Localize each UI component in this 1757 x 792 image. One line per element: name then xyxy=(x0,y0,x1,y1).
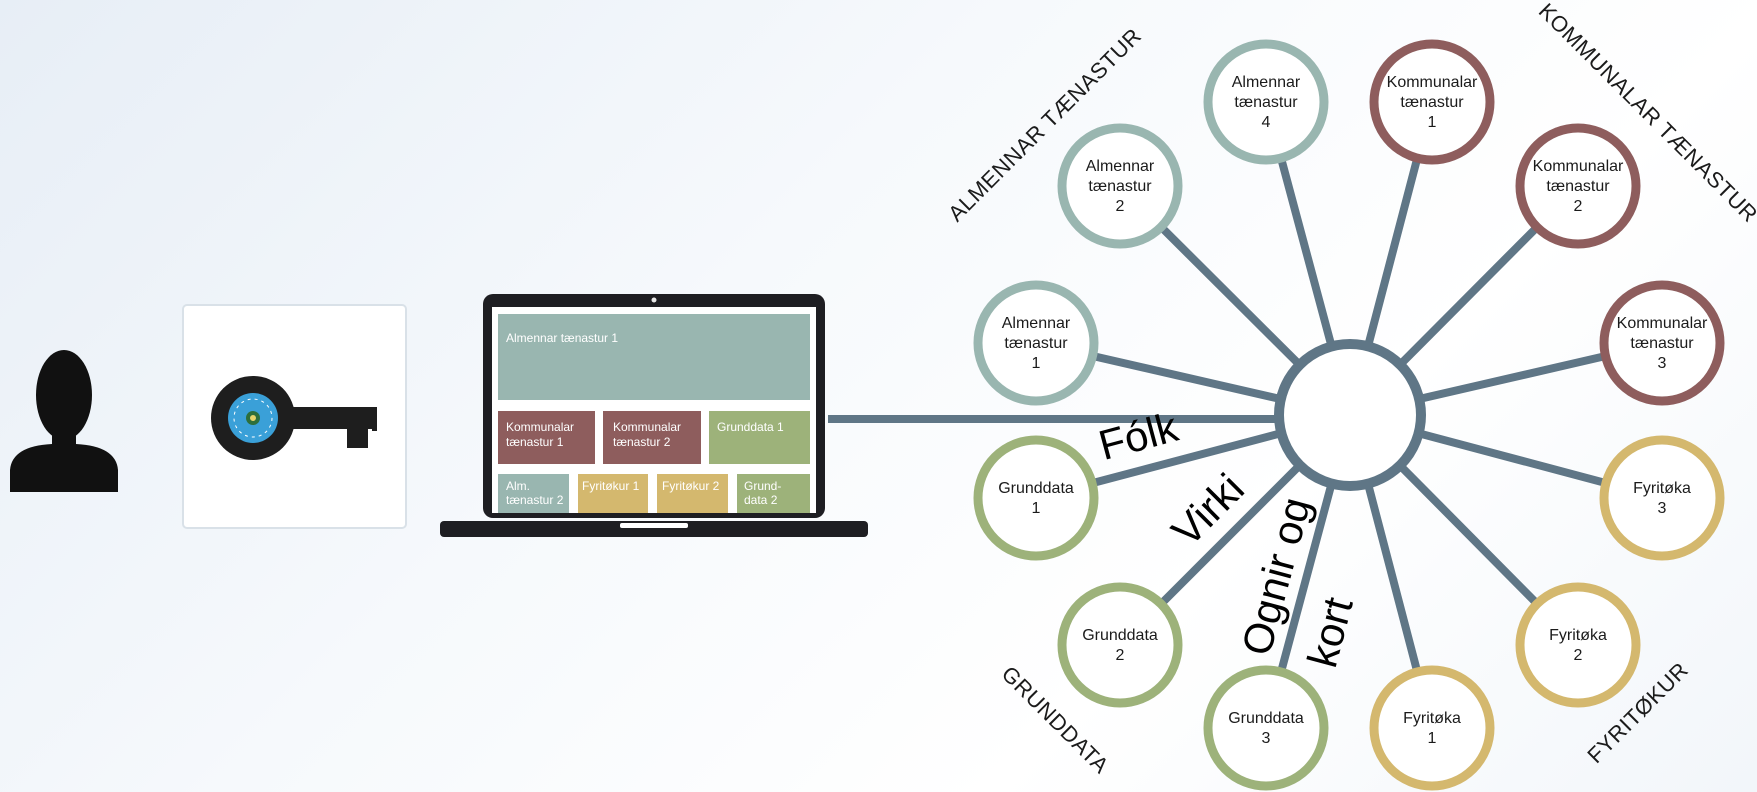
hub-node-label: 2 xyxy=(1574,647,1583,664)
hub-node-circle xyxy=(973,280,1099,406)
spoke-label-kort: kort xyxy=(1298,592,1362,672)
hub-node-almennar-3: Almennar tænastur 4 xyxy=(1203,39,1329,165)
tile-fyritokur-1 xyxy=(578,474,648,513)
hub-node-label: 4 xyxy=(1262,114,1271,131)
hub-node-kommunalar-6: Kommunalar tænastur 3 xyxy=(1599,280,1725,406)
hub-nodes: Almennartænastur1Almennartænastur2Almenn… xyxy=(973,39,1725,791)
hub-circle xyxy=(1274,339,1426,491)
tile-fyritokur-2-label: Fyritøkur 2 xyxy=(662,479,720,493)
hub-node-fyritoka-8: Fyritøka 2 xyxy=(1515,582,1641,708)
hub-node-circle xyxy=(1369,665,1495,791)
hub-node-label: 1 xyxy=(1032,355,1041,372)
hub-node-label: Almennar xyxy=(1086,158,1155,175)
tile-kommunalar-2 xyxy=(603,411,701,464)
hub-node-label: 2 xyxy=(1574,198,1583,215)
tile-kommunalar-1-label-b: tænastur 1 xyxy=(506,435,564,449)
tile-alm-2-label-b: tænastur 2 xyxy=(506,493,564,507)
hub-node-label: Fyritøka xyxy=(1549,627,1607,644)
hub-node-label: Grunddata xyxy=(1082,627,1158,644)
hub-node-grunddata-11: Grunddata 2 xyxy=(1057,582,1183,708)
hub-node-label: 1 xyxy=(1032,500,1041,517)
tile-almennar-hero xyxy=(498,314,810,400)
tile-fyritokur-1-label: Fyritøkur 1 xyxy=(582,479,640,493)
hub-node-label: 1 xyxy=(1428,114,1437,131)
hub-node-circle xyxy=(1057,123,1183,249)
hub-node-label: tænastur xyxy=(1234,94,1298,111)
tile-grunddata-1 xyxy=(709,411,810,464)
key-panel xyxy=(182,304,407,529)
hub-node-circle xyxy=(1203,665,1329,791)
hub-node-label: Grunddata xyxy=(1228,710,1304,727)
key-icon xyxy=(211,376,377,460)
hub-node-circle xyxy=(1369,39,1495,165)
hub-node-label: 3 xyxy=(1658,355,1667,372)
hub-node-fyritoka-9: Fyritøka 1 xyxy=(1369,665,1495,791)
tile-kommunalar-1 xyxy=(498,411,595,464)
hub-node-circle xyxy=(1057,582,1183,708)
hub-node-circle xyxy=(1203,39,1329,165)
tile-alm-2 xyxy=(498,474,569,513)
tile-grunddata-2-label-a: Grund- xyxy=(744,479,781,493)
hub-node-circle xyxy=(1599,435,1725,561)
hub-node-label: Kommunalar xyxy=(1387,74,1478,91)
tile-kommunalar-2-label-a: Kommunalar xyxy=(613,420,681,434)
hub-node-label: Almennar xyxy=(1002,315,1071,332)
hub-node-label: Kommunalar xyxy=(1617,315,1708,332)
hub-node-circle xyxy=(1515,582,1641,708)
hub-node-label: 3 xyxy=(1262,730,1271,747)
hub-node-circle xyxy=(1599,280,1725,406)
hub-node-kommunalar-4: Kommunalar tænastur 1 xyxy=(1369,39,1495,165)
hub-node-label: Almennar xyxy=(1232,74,1301,91)
hub-node-label: Fyritøka xyxy=(1633,480,1691,497)
tile-alm-2-label-a: Alm. xyxy=(506,479,530,493)
spoke-label-virki: Virki xyxy=(1163,465,1253,555)
hub-node-almennar-2: Almennar tænastur 2 xyxy=(1057,123,1183,249)
hub-node-label: Fyritøka xyxy=(1403,710,1461,727)
hub-node-kommunalar-5: Kommunalar tænastur 2 xyxy=(1515,123,1641,249)
hub-node-label: tænastur xyxy=(1400,94,1464,111)
tile-grunddata-2 xyxy=(737,474,810,513)
hub-node-grunddata-12: Grunddata 1 xyxy=(973,435,1099,561)
hub-node-circle xyxy=(973,435,1099,561)
tile-grunddata-2-label-b: data 2 xyxy=(744,493,778,507)
tile-grunddata-1-label: Grunddata 1 xyxy=(717,420,784,434)
hub-node-label: 2 xyxy=(1116,647,1125,664)
hub-node-label: Kommunalar xyxy=(1533,158,1624,175)
tile-kommunalar-2-label-b: tænastur 2 xyxy=(613,435,671,449)
hub-node-label: tænastur xyxy=(1088,178,1152,195)
hub-node-label: 3 xyxy=(1658,500,1667,517)
hub-node-label: tænastur xyxy=(1004,335,1068,352)
tile-kommunalar-1-label-a: Kommunalar xyxy=(506,420,574,434)
hub-node-fyritoka-7: Fyritøka 3 xyxy=(1599,435,1725,561)
user-silhouette-icon xyxy=(10,350,118,492)
tile-almennar-hero-label: Almennar tænastur 1 xyxy=(506,331,618,345)
hub-node-label: Grunddata xyxy=(998,480,1074,497)
hub-node-label: tænastur xyxy=(1630,335,1694,352)
hub-node-almennar-1: Almennar tænastur 1 xyxy=(973,280,1099,406)
hub-node-label: tænastur xyxy=(1546,178,1610,195)
hub-node-grunddata-10: Grunddata 3 xyxy=(1203,665,1329,791)
hub-node-label: 2 xyxy=(1116,198,1125,215)
tile-fyritokur-2 xyxy=(657,474,728,513)
hub-node-label: 1 xyxy=(1428,730,1437,747)
laptop-icon: Almennar tænastur 1 Kommunalar tænastur … xyxy=(440,294,868,537)
hub-node-circle xyxy=(1515,123,1641,249)
